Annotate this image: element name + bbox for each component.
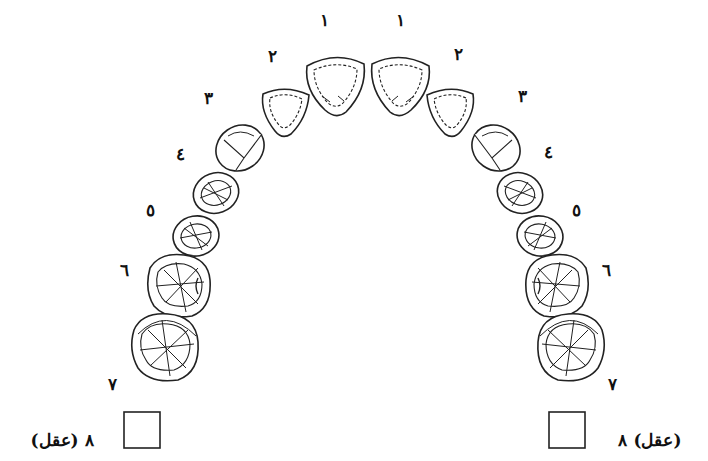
tooth-number: ٦ <box>602 261 611 280</box>
wisdom-tooth-box <box>124 412 160 448</box>
tooth-number: ١ <box>320 11 329 30</box>
tooth-number: ٧ <box>108 375 117 394</box>
tooth-number: ٥ <box>572 201 581 220</box>
wisdom-tooth-label: (عقل) ٨ <box>618 431 681 450</box>
tooth-number: ٣ <box>518 87 527 106</box>
tooth-number: ٣ <box>204 89 213 108</box>
tooth-number: ١ <box>396 11 405 30</box>
left-teeth <box>132 57 365 380</box>
wisdom-tooth-box <box>549 412 585 448</box>
tooth-number: ٢ <box>454 45 463 64</box>
tooth-number: ٧ <box>608 375 617 394</box>
wisdom-tooth-label: ٨ (عقل) <box>30 431 93 450</box>
tooth-number: ٦ <box>120 261 129 280</box>
tooth-number: ٤ <box>544 143 553 162</box>
tooth-number: ٢ <box>268 47 277 66</box>
tooth-number: ٥ <box>146 201 155 220</box>
tooth-number: ٤ <box>176 145 185 164</box>
right-teeth <box>372 57 605 380</box>
